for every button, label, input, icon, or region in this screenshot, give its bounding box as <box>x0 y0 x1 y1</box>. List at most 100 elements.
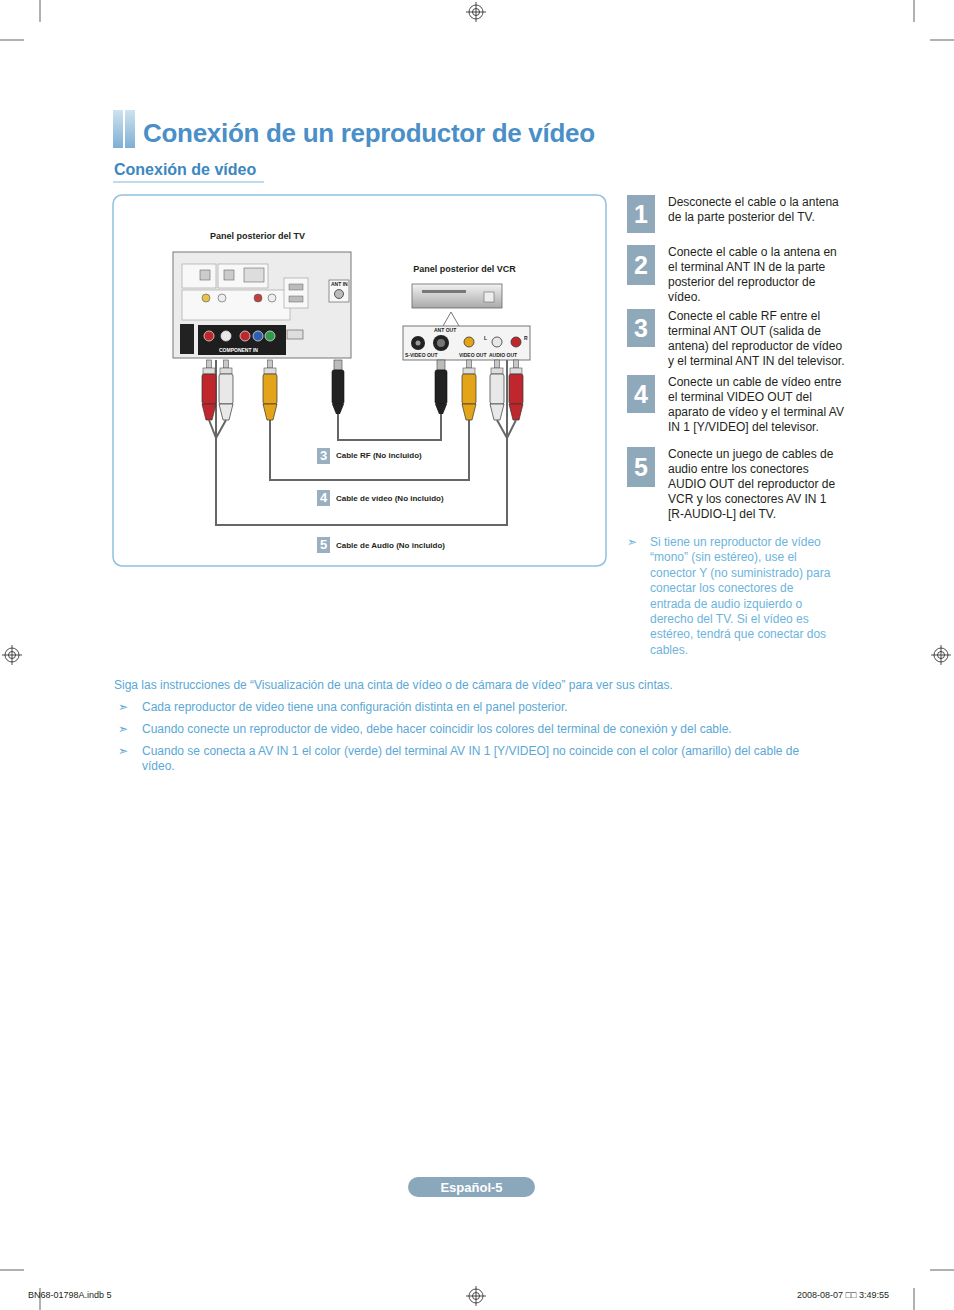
note-bullet: ➣ <box>118 722 128 737</box>
tv-rear-panel <box>265 331 275 341</box>
step-box: 4Conecte un cable de vídeo entre el term… <box>627 375 845 437</box>
print-mark: 2008-08-07 □□ 3:49:55 <box>797 1290 889 1300</box>
print-mark: BN68-01798A.indb 5 <box>28 1290 112 1300</box>
vcr-device <box>412 284 502 308</box>
cable-label: Cable RF (No incluido) <box>335 451 423 460</box>
tv-rear-panel <box>173 252 351 358</box>
tv-rear-panel <box>268 294 276 302</box>
cable-plug <box>263 360 277 420</box>
port-label: VIDEO OUT <box>459 353 487 358</box>
section-heading: Conexión de vídeo <box>114 161 256 179</box>
vcr-rear-panel <box>433 335 449 351</box>
cable-label: Cable de vídeo (No incluido) <box>335 494 445 503</box>
subtitle-underline <box>113 181 264 183</box>
crop-marks <box>914 1288 915 1310</box>
tv-rear-panel <box>244 268 264 282</box>
tv-rear-panel <box>180 324 194 354</box>
vcr-rear-panel <box>403 326 530 360</box>
note-text: Si tiene un reproductor de vídeo “mono” … <box>650 535 834 658</box>
cable-plug <box>219 374 233 404</box>
cable-plug <box>220 368 232 374</box>
cable-plug <box>264 368 276 374</box>
crop-marks <box>930 40 954 41</box>
tv-rear-panel <box>284 278 308 308</box>
cable-plug <box>462 404 476 420</box>
cable-plug <box>202 360 216 420</box>
port-label: R <box>524 336 528 341</box>
registration-mark <box>476 2 477 22</box>
callout-number: 5 <box>317 537 330 553</box>
step-box: 5Conecte un juego de cables de audio ent… <box>627 447 845 524</box>
vcr-rear-panel <box>416 341 421 346</box>
tv-rear-panel <box>329 280 349 302</box>
cable-plug <box>467 360 472 368</box>
step-number: 1 <box>627 195 655 233</box>
cable-plug <box>490 404 504 420</box>
cable-plug <box>332 404 344 414</box>
tv-rear-panel <box>200 270 210 280</box>
cable-plug <box>435 404 447 414</box>
cable-wire <box>216 420 226 438</box>
cable-plug <box>495 360 500 368</box>
tv-rear-panel <box>182 290 290 320</box>
cable-plug <box>435 370 447 404</box>
tv-rear-panel <box>224 270 234 280</box>
cable-plug <box>263 374 277 404</box>
step-number: 2 <box>627 245 655 285</box>
page-number: Español-5 <box>440 1180 502 1195</box>
note-bullet: ➣ <box>627 535 637 550</box>
cable-plug <box>462 374 476 404</box>
vcr-rear-panel <box>511 337 521 347</box>
note-text: Cada reproductor de video tiene una conf… <box>142 700 842 715</box>
step-number: 4 <box>627 375 655 413</box>
cable-plug <box>462 360 476 420</box>
port-label: L <box>484 336 487 341</box>
cable-wire <box>507 420 516 438</box>
cable-plug <box>207 360 212 368</box>
cable-plug <box>203 368 215 374</box>
vcr-device <box>412 284 502 326</box>
crop-marks <box>0 1270 24 1271</box>
cable-plug <box>509 374 523 404</box>
vcr-device <box>443 312 459 326</box>
port-label: S-VIDEO OUT <box>405 353 438 358</box>
rear-panel: Panel posterior del VCR <box>392 262 537 360</box>
cable-plug <box>437 360 445 370</box>
cable-plug <box>219 360 233 420</box>
callout-number: 4 <box>317 490 330 506</box>
cable-label: Cable de Audio (No incluido) <box>335 541 446 550</box>
diagram-frame <box>113 195 606 566</box>
tv-rear-panel <box>218 264 268 288</box>
registration-mark <box>476 1286 477 1306</box>
tv-rear-panel <box>254 294 262 302</box>
cable-plug <box>219 404 233 420</box>
cable-plug <box>510 368 522 374</box>
title-bars <box>125 110 135 148</box>
cable-plug <box>463 368 475 374</box>
note-bullet: ➣ <box>118 744 128 759</box>
crop-marks <box>930 1270 954 1271</box>
tv-rear-panel <box>253 331 263 341</box>
cable-plug <box>509 404 523 420</box>
cable-plug <box>491 368 503 374</box>
note-bullet: ➣ <box>118 700 128 715</box>
cable-plug <box>490 360 504 420</box>
cable-connector <box>270 360 469 480</box>
tv-rear-panel <box>287 330 303 339</box>
cable-plug <box>202 374 216 404</box>
cable-connector <box>216 360 507 525</box>
cable-plug <box>490 374 504 404</box>
tv-rear-panel <box>221 331 231 341</box>
crop-marks <box>914 0 915 22</box>
vcr-rear-panel <box>492 337 502 347</box>
cable-plug <box>224 360 229 368</box>
vcr-rear-panel <box>437 339 445 347</box>
registration-mark <box>941 645 942 665</box>
cable-plug <box>202 360 523 438</box>
cable-connector <box>338 360 441 440</box>
tv-rear-panel <box>173 252 351 358</box>
tv-rear-panel <box>204 331 214 341</box>
step-box: 2Conecte el cable o la antena en el term… <box>627 245 845 307</box>
title-bars <box>113 110 135 148</box>
